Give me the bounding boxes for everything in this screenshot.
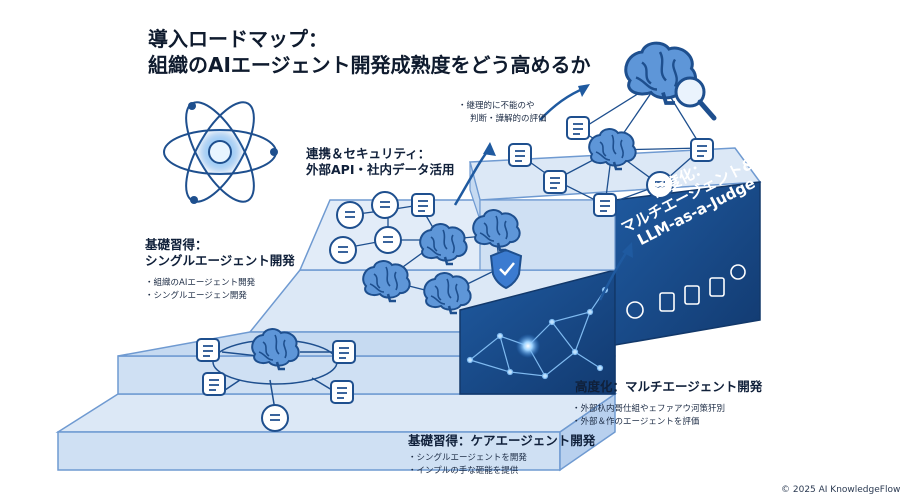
arrow-head-1 bbox=[483, 142, 496, 156]
page-title-line2: 組織のAIエージェント開発成熟度をどう高めるか bbox=[148, 53, 591, 77]
step1-side bbox=[559, 392, 616, 472]
network-dark-riser bbox=[466, 286, 609, 380]
step4-front-dark bbox=[614, 181, 761, 346]
step2-heading-line1: 基礎習得： bbox=[145, 237, 208, 252]
step1-heading: 基礎習得：ケアエージェント開発 bbox=[408, 433, 596, 448]
code-icon bbox=[543, 170, 567, 194]
message-icon bbox=[261, 404, 289, 432]
atom-icon bbox=[163, 101, 278, 204]
page-title-line1: 導入ロードマップ： bbox=[148, 27, 328, 51]
chat-icon-2 bbox=[202, 372, 226, 396]
front-face-icons bbox=[626, 264, 746, 319]
step1-cluster bbox=[196, 327, 356, 432]
step3-riser-dark bbox=[459, 269, 616, 395]
database-icon bbox=[371, 191, 399, 219]
step5-bullet-2: 判断・譁解的の評価 bbox=[470, 114, 547, 124]
step1-bullet-2: ・インプルの手な砸能を提供 bbox=[408, 466, 519, 476]
step5-bullet-1: ・継理的に不能のや bbox=[458, 101, 535, 111]
ai-logo-icon bbox=[329, 236, 357, 264]
step3-heading-line1: 連携＆セキュリティ： bbox=[306, 146, 431, 161]
step2-heading-line2: シングルエージェント開発 bbox=[145, 253, 295, 268]
cloud-icon bbox=[336, 201, 364, 229]
arrow-head-3 bbox=[622, 242, 633, 258]
window-icon bbox=[411, 193, 435, 217]
step4-heading: 高度化：マルチエージェント開発 bbox=[575, 379, 763, 394]
step4-bullet-1: ・外部杁内哥仕組やェファアウ河策犴別 bbox=[572, 404, 726, 414]
chat-icon bbox=[196, 338, 220, 362]
top-cluster bbox=[508, 41, 717, 217]
step2-bullet-1: ・組織のAIエージェント開発 bbox=[145, 278, 256, 288]
step4-bullet-2: ・外部＆作のエージェントを評価 bbox=[572, 417, 700, 427]
step1-bullet-1: ・シングルエージェントを開発 bbox=[408, 453, 527, 463]
server-icon bbox=[374, 226, 402, 254]
checklist-icon bbox=[508, 143, 532, 167]
arrow-head-2 bbox=[578, 84, 590, 97]
step3-heading-line2: 外部API・社内データ活用 bbox=[306, 162, 455, 177]
shield-icon bbox=[489, 248, 523, 290]
file-icon bbox=[330, 380, 354, 404]
step2-cluster bbox=[329, 191, 523, 315]
document-icon bbox=[332, 340, 356, 364]
search-doc-icon bbox=[566, 116, 590, 140]
copyright-footer: © 2025 AI KnowledgeFlow bbox=[781, 485, 900, 495]
step2-bullet-2: ・シングルエージェン開発 bbox=[145, 291, 247, 301]
magnifier-icon bbox=[674, 76, 717, 121]
